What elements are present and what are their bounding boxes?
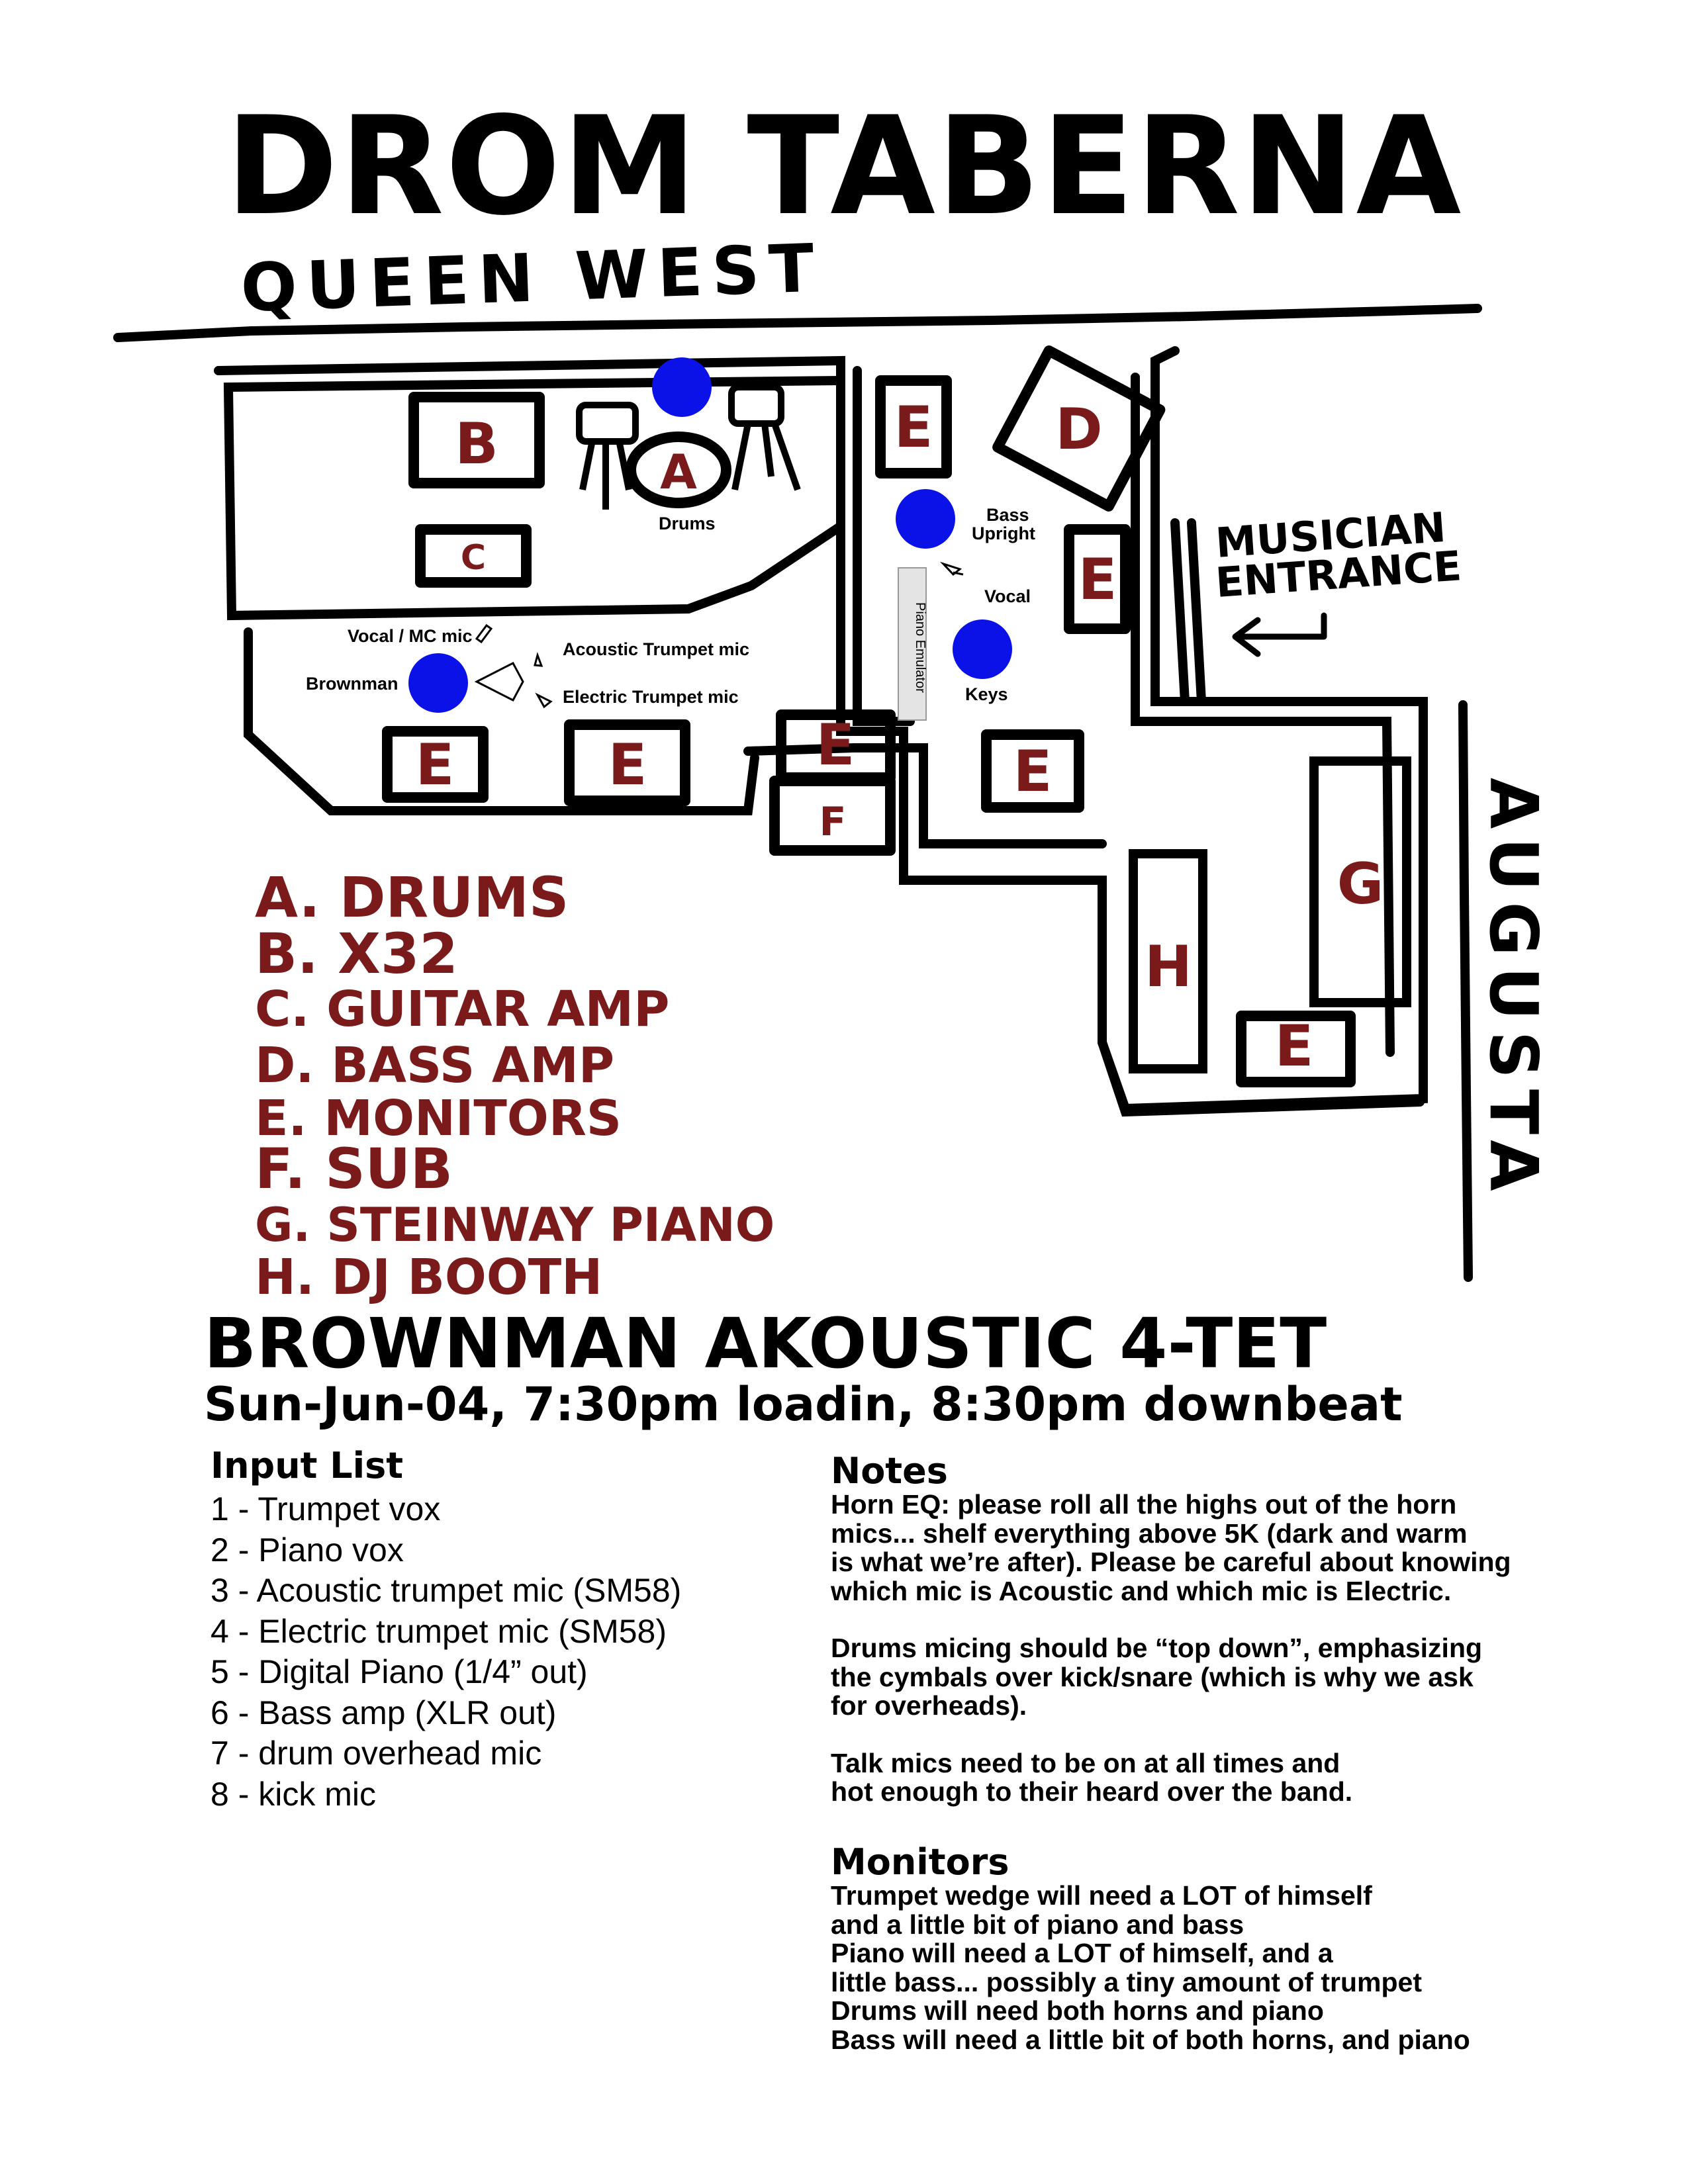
notes-paragraph: Drums micing should be “top down”, empha… — [831, 1633, 1483, 1721]
schedule: Sun-Jun-04, 7:30pm loadin, 8:30pm downbe… — [204, 1377, 1403, 1432]
map-label-b: B — [455, 411, 498, 477]
monitors-text: Trumpet wedge will need a LOT of himself… — [831, 1880, 1470, 2055]
bass-label-line1: Bass — [986, 505, 1029, 525]
brownman-position — [408, 653, 468, 713]
vocal-mic-right — [939, 561, 962, 576]
list-item: 4 - Electric trumpet mic (SM58) — [211, 1612, 667, 1650]
steinway-piano — [1309, 756, 1411, 1007]
vocal-label: Vocal — [984, 586, 1031, 606]
monitor-e-box — [1064, 524, 1131, 634]
monitors-heading: Monitors — [831, 1841, 1009, 1883]
guitar-amp-box — [415, 524, 532, 588]
floor-wall-left — [244, 627, 759, 815]
list-item: 8 - kick mic — [211, 1775, 376, 1813]
electric-trumpet-mic — [535, 692, 553, 709]
legend-item: E. MONITORS — [255, 1090, 622, 1147]
input-list-items: 1 - Trumpet vox 2 - Piano vox 3 - Acoust… — [211, 1489, 806, 1815]
monitor-e-box — [1236, 1011, 1356, 1087]
map-label-e: E — [894, 394, 933, 461]
legend-item: B. X32 — [255, 921, 458, 986]
drummer-position — [652, 357, 712, 417]
queen-west-label: QUEEN WEST — [240, 229, 825, 327]
map-label-g: G — [1337, 851, 1384, 917]
map-label-h: H — [1145, 934, 1192, 1000]
drum-kit — [576, 384, 801, 510]
notes-paragraph: Talk mics need to be on at all times and… — [831, 1747, 1353, 1807]
map-label-d: D — [1055, 396, 1102, 463]
map-label-e: E — [1013, 739, 1053, 805]
map-label-e: E — [608, 732, 647, 798]
map-label-e: E — [1078, 547, 1117, 613]
monitor-e-box — [981, 729, 1084, 813]
bass-player-position — [896, 489, 955, 549]
bar-left-wall — [743, 743, 1107, 848]
augusta-label: AUGUSTA — [1475, 778, 1552, 1202]
acoustic-trumpet-mic — [534, 652, 543, 667]
list-item: 3 - Acoustic trumpet mic (SM58) — [211, 1572, 682, 1609]
vocal-mc-label: Vocal / MC mic — [348, 626, 473, 646]
map-label-f: F — [820, 799, 847, 845]
stage-platform — [223, 375, 845, 621]
dj-booth — [1129, 849, 1207, 1073]
legend-item: D. BASS AMP — [255, 1037, 614, 1094]
venue-south-wall — [1098, 1038, 1425, 1117]
map-label-e: E — [816, 712, 855, 778]
bass-label-line2: Upright — [972, 523, 1035, 543]
list-item: 7 - drum overhead mic — [211, 1735, 542, 1772]
map-label-c: C — [461, 538, 486, 578]
sub-f-box — [769, 776, 896, 856]
map-label-a: A — [660, 444, 697, 500]
map-label-e: E — [416, 732, 455, 798]
map-label-e: E — [1275, 1013, 1314, 1079]
notes-section: Notes Horn EQ: please roll all the highs… — [831, 1452, 1665, 1807]
piano-emulator — [898, 567, 927, 721]
entrance-door — [1170, 518, 1206, 706]
brownman-label: Brownman — [306, 674, 399, 694]
list-item: 2 - Piano vox — [211, 1531, 404, 1569]
piano-emulator-label: Piano Emulator — [913, 602, 927, 693]
bass-amp-box — [992, 345, 1166, 512]
page-title: DROM TABERNA — [225, 88, 1463, 246]
drums-label: Drums — [659, 514, 716, 533]
queen-west-street-line — [113, 304, 1482, 342]
monitor-e-box — [564, 719, 690, 806]
monitor-e-box — [382, 726, 489, 803]
microphones — [474, 561, 964, 709]
electric-mic-label: Electric Trumpet mic — [563, 687, 739, 707]
legend-item: G. STEINWAY PIANO — [255, 1198, 774, 1252]
legend-item: H. DJ BOOTH — [255, 1249, 602, 1306]
acoustic-mic-label: Acoustic Trumpet mic — [563, 639, 749, 659]
band-name: BROWNMAN AKOUSTIC 4-TET — [204, 1303, 1327, 1384]
legend: A. DRUMS B. X32 C. GUITAR AMP D. BASS AM… — [255, 865, 774, 1306]
notes-heading: Notes — [831, 1450, 948, 1492]
keys-player-position — [953, 619, 1012, 679]
list-item: 6 - Bass amp (XLR out) — [211, 1694, 557, 1731]
legend-item: F. SUB — [255, 1136, 453, 1201]
bass-mic — [953, 571, 964, 576]
monitor-e-box — [875, 375, 952, 478]
entrance-arrow-icon — [1232, 612, 1327, 657]
legend-item: A. DRUMS — [255, 865, 569, 930]
trumpet-horn — [474, 661, 524, 702]
monitors-section: Monitors Trumpet wedge will need a LOT o… — [831, 1843, 1665, 2054]
vocal-mc-mic — [475, 623, 493, 644]
notes-paragraph: Horn EQ: please roll all the highs out o… — [831, 1489, 1511, 1606]
input-list: Input List 1 - Trumpet vox 2 - Piano vox… — [211, 1447, 806, 1815]
augusta-street-line — [1458, 700, 1473, 1282]
list-item: 5 - Digital Piano (1/4” out) — [211, 1653, 588, 1690]
divider-wall — [1131, 373, 1395, 1057]
input-list-heading: Input List — [211, 1445, 404, 1486]
x32-box — [408, 392, 545, 488]
list-item: 1 - Trumpet vox — [211, 1490, 441, 1527]
keys-label: Keys — [965, 684, 1008, 704]
legend-item: C. GUITAR AMP — [255, 981, 669, 1038]
